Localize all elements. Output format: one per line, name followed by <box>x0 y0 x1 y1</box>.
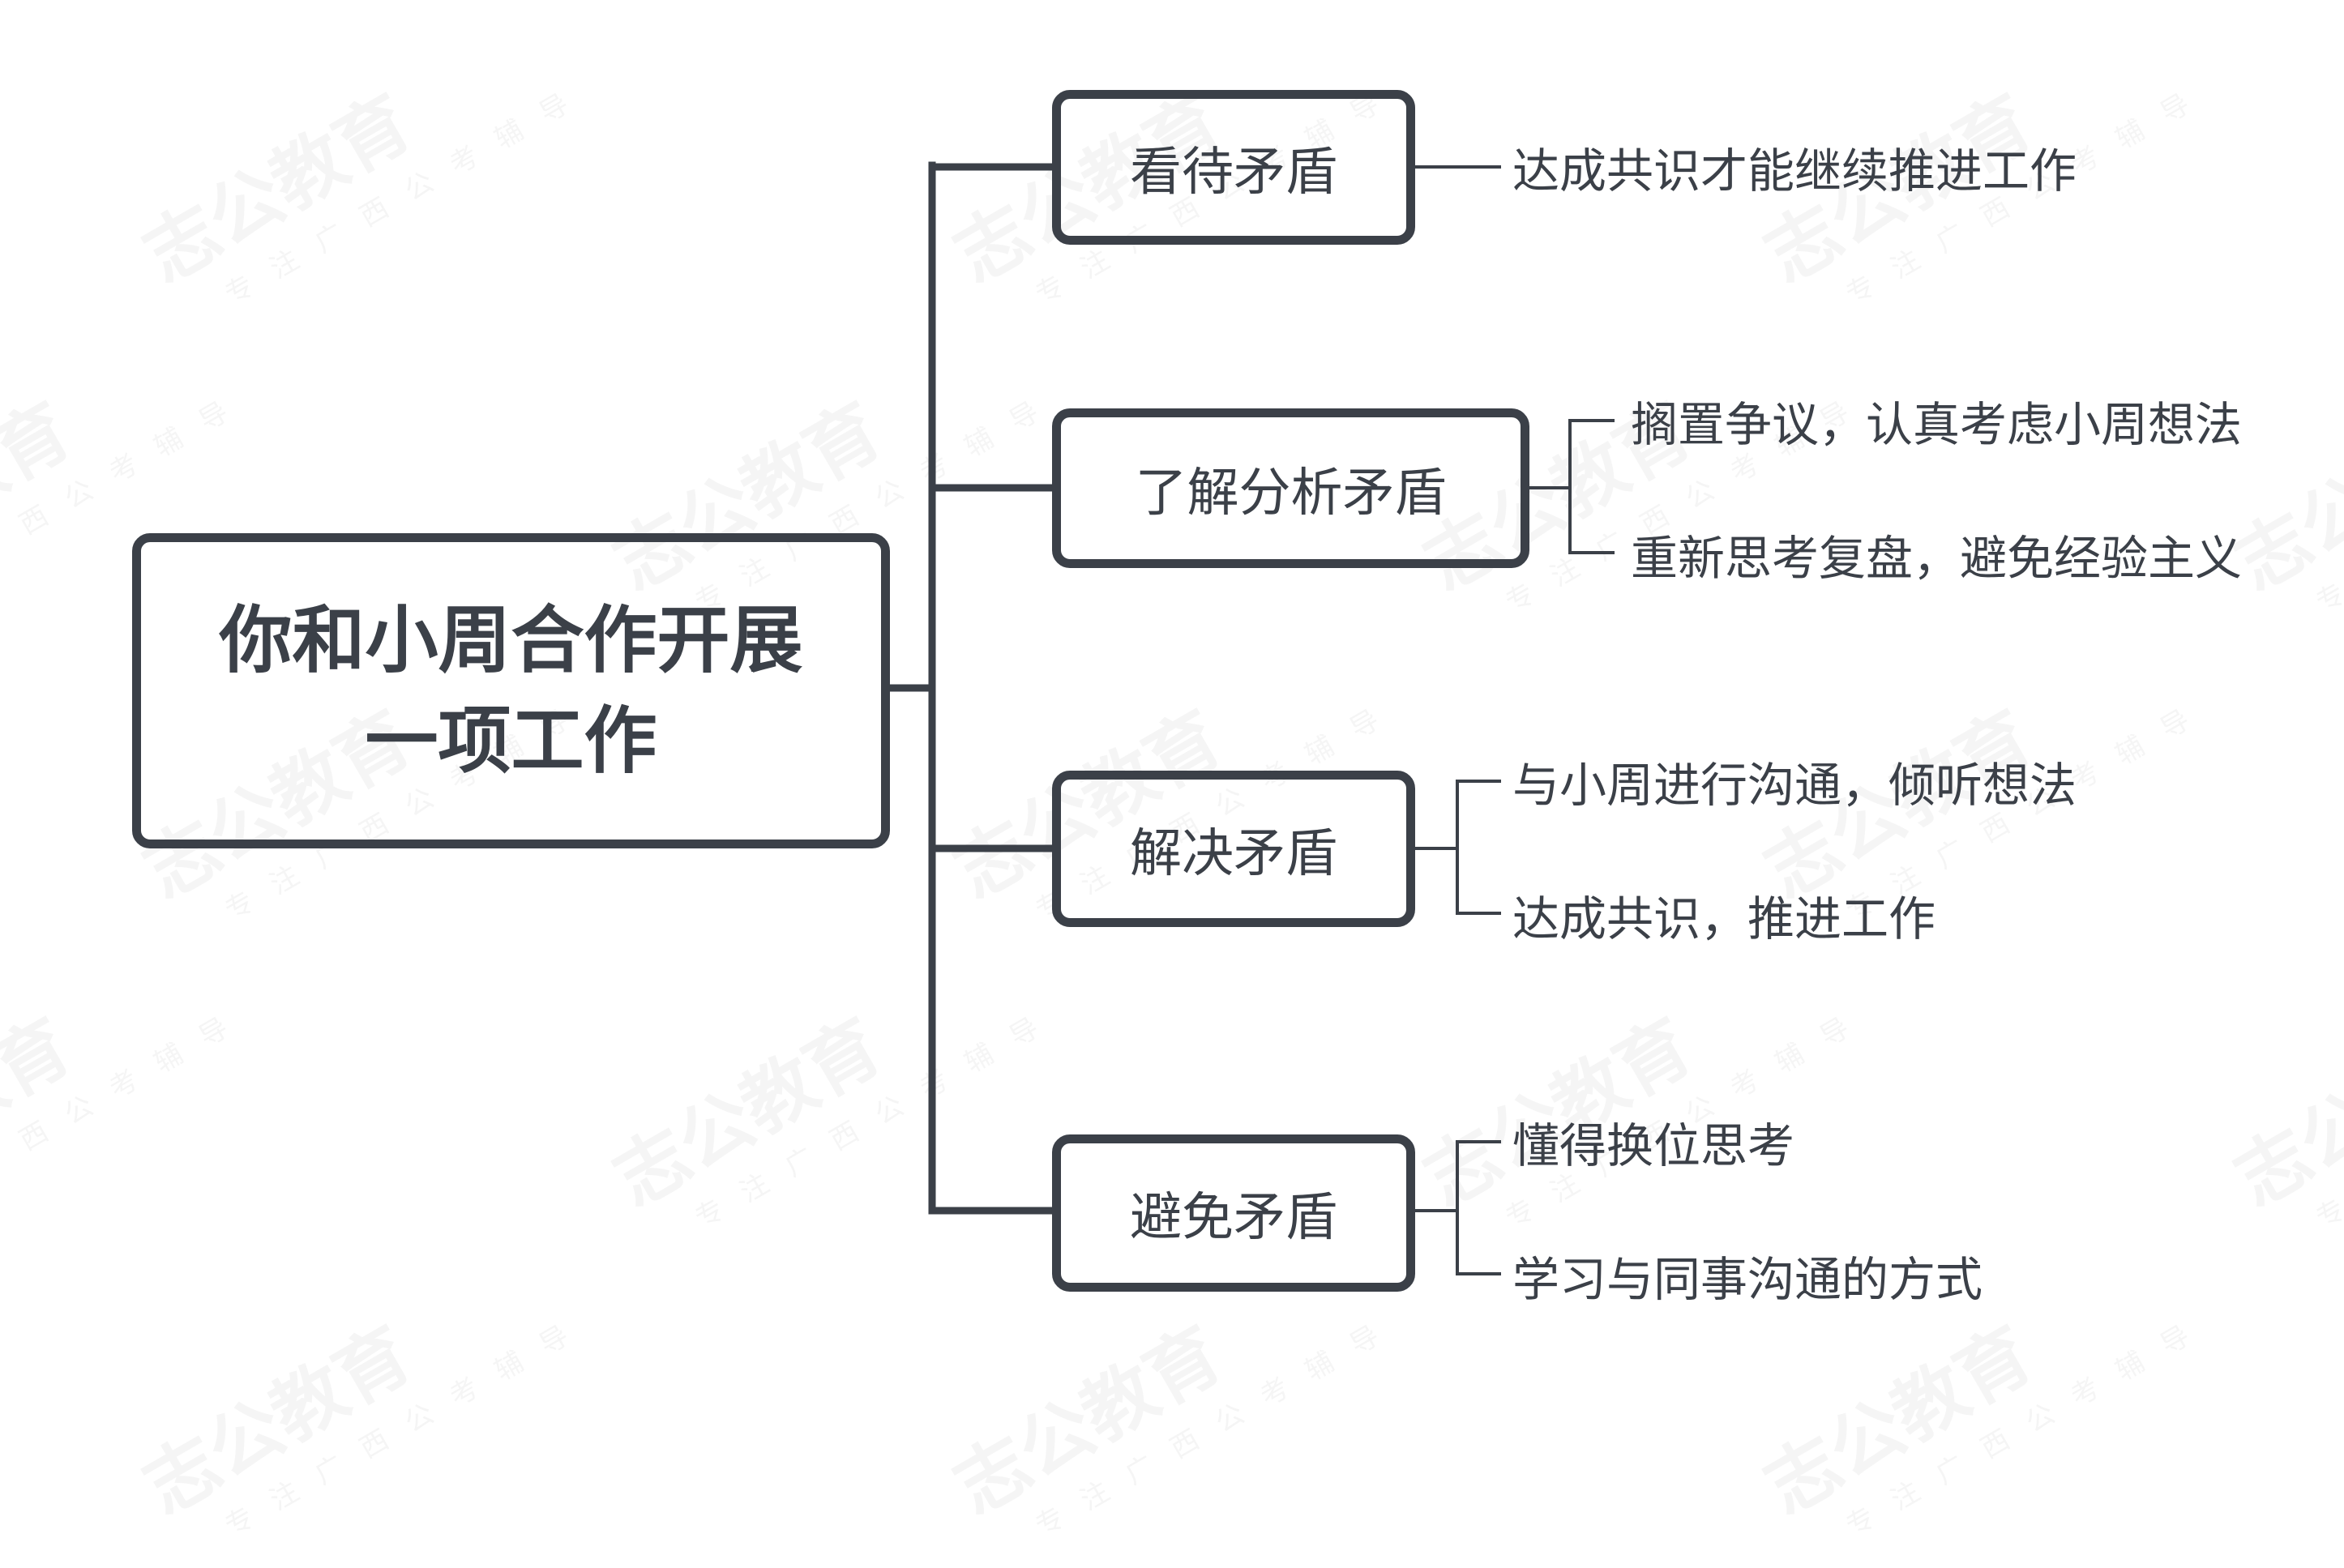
branch-node-avoid-conflict: 避免矛盾 <box>1052 1134 1415 1292</box>
branch-node-analyze-conflict: 了解分析矛盾 <box>1052 408 1529 568</box>
leaf-node: 学习与同事沟通的方式 <box>1512 1252 1983 1307</box>
branch-label: 了解分析矛盾 <box>1135 463 1447 523</box>
connector-lines <box>886 161 1615 1275</box>
root-node: 你和小周合作开展一项工作 <box>132 533 890 848</box>
root-label: 你和小周合作开展一项工作 <box>219 597 803 784</box>
leaf-bracket <box>1568 419 1615 554</box>
branch-node-view-conflict: 看待矛盾 <box>1052 90 1415 245</box>
leaf-node: 达成共识，推进工作 <box>1512 891 1936 946</box>
leaf-node: 懂得换位思考 <box>1512 1118 1795 1173</box>
leaf-node: 达成共识才能继续推进工作 <box>1512 143 2077 199</box>
branch-label: 避免矛盾 <box>1130 1188 1337 1248</box>
branch-node-resolve-conflict: 解决矛盾 <box>1052 771 1415 927</box>
branch-label: 看待矛盾 <box>1130 142 1337 203</box>
branch-label: 解决矛盾 <box>1130 823 1337 884</box>
leaf-bracket <box>1456 1140 1501 1275</box>
leaf-node: 搁置争议，认真考虑小周想法 <box>1631 397 2243 452</box>
leaf-bracket <box>1456 780 1501 915</box>
leaf-node: 与小周进行沟通，倾听想法 <box>1512 758 2077 813</box>
leaf-node: 重新思考复盘，避免经验主义 <box>1631 531 2243 586</box>
